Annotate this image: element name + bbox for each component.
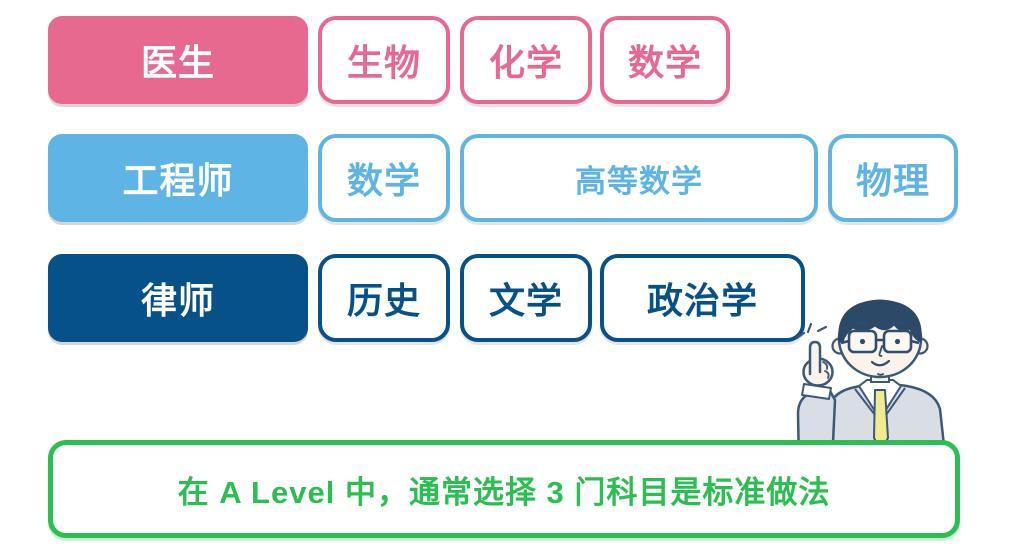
eyebrows xyxy=(853,321,907,327)
eyes xyxy=(859,338,901,345)
subject-pill-political-science: 政治学 xyxy=(600,254,805,342)
subject-pill-mathematics-engineer: 数学 xyxy=(318,134,450,222)
mouth xyxy=(870,359,891,367)
note-box: 在 A Level 中，通常选择 3 门科目是标准做法 xyxy=(48,440,960,538)
subject-pill-physics: 物理 xyxy=(828,134,958,222)
career-pill-lawyer: 律师 xyxy=(48,254,308,342)
chin-line xyxy=(877,373,884,376)
motion-lines xyxy=(795,322,828,340)
subject-pill-mathematics-doctor: 数学 xyxy=(600,16,730,104)
note-text: 在 A Level 中，通常选择 3 门科目是标准做法 xyxy=(177,474,831,510)
man-pointing-up-illustration xyxy=(795,299,948,464)
pointing-hand xyxy=(802,340,834,387)
subject-pill-literature: 文学 xyxy=(460,254,592,342)
subject-pill-history: 历史 xyxy=(318,254,450,342)
career-pill-engineer: 工程师 xyxy=(48,134,308,222)
subject-pill-biology: 生物 xyxy=(318,16,450,104)
career-pill-doctor: 医生 xyxy=(48,16,308,104)
subject-pill-further-mathematics: 高等数学 xyxy=(460,134,818,222)
nose xyxy=(878,345,883,357)
lapel-lines xyxy=(854,387,906,416)
subject-pill-chemistry: 化学 xyxy=(460,16,592,104)
head xyxy=(831,299,929,383)
cuff xyxy=(801,383,832,400)
